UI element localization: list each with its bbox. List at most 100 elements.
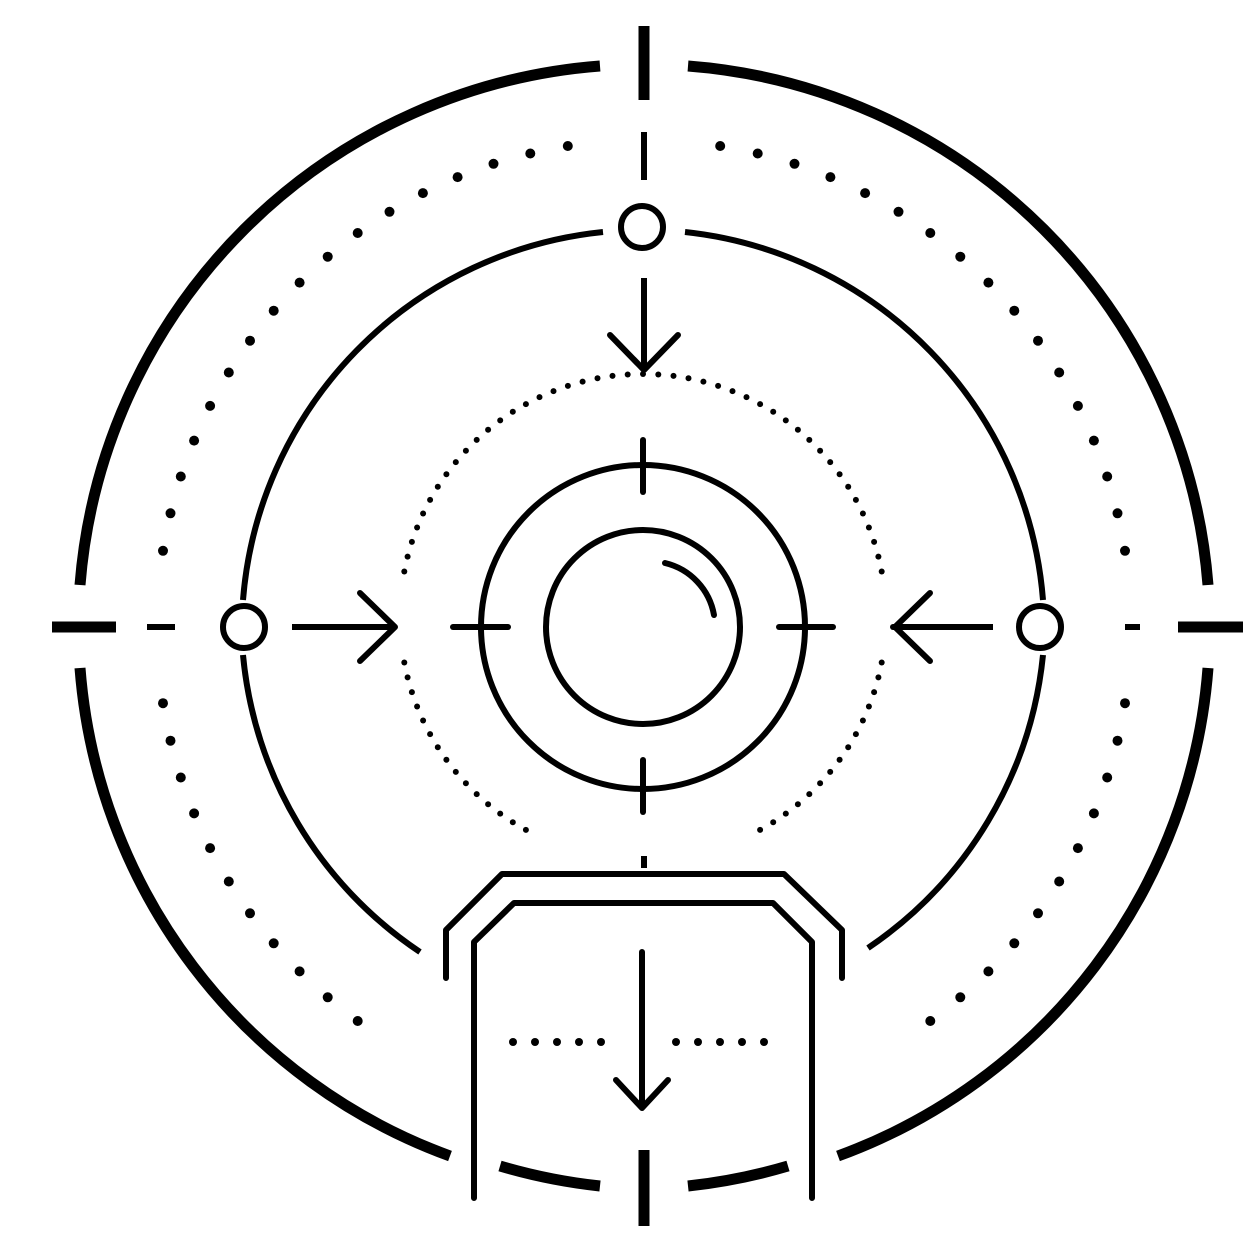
frame-dotted-line	[509, 1038, 768, 1046]
node-circle-icon	[220, 603, 268, 651]
ring-dot	[434, 744, 441, 751]
ring-dot	[562, 141, 573, 151]
ring-dot	[794, 801, 801, 808]
node-circle-icon	[618, 203, 666, 251]
ring-dot	[757, 826, 764, 833]
ring-dot	[955, 251, 966, 262]
ring-dot	[294, 966, 305, 977]
ring-dot	[352, 1016, 363, 1026]
ring-dot	[420, 510, 427, 517]
ring-dot	[462, 780, 469, 787]
ring-dot	[817, 447, 824, 454]
ring-dot	[806, 436, 813, 443]
ring-dot	[223, 876, 234, 887]
ring-dot	[485, 801, 492, 808]
node-circle-icon	[1016, 603, 1064, 651]
ring-dot	[1120, 545, 1130, 556]
lens-icon	[543, 527, 743, 727]
connectors	[147, 132, 1140, 868]
ring-dot	[158, 698, 168, 709]
ring-dot	[408, 538, 415, 545]
outer-ring-arc-top-left	[74, 60, 601, 586]
ring-dot	[352, 228, 363, 238]
outer-ring-arc-bottom-mid-right	[687, 1160, 790, 1192]
lens-highlight	[662, 560, 717, 618]
ring-dot	[434, 483, 441, 490]
center-target	[450, 437, 836, 815]
document-frame-icon	[443, 871, 845, 1201]
ring-dot	[983, 966, 994, 977]
arrows	[349, 315, 936, 664]
ring-dot	[1102, 772, 1113, 783]
outer-ticks	[52, 26, 1243, 1226]
outer-ring-arc-bottom-right	[836, 667, 1214, 1162]
ring-dot	[175, 772, 186, 783]
ring-dot	[1112, 735, 1123, 746]
ring-dot	[322, 251, 333, 262]
ring-dot	[1054, 367, 1065, 378]
ring-dot	[860, 188, 871, 199]
ring-dot	[408, 689, 415, 696]
ring-dot	[322, 992, 333, 1003]
ring-dot	[1112, 508, 1123, 519]
frame-outer	[443, 871, 845, 981]
ring-dot	[1088, 808, 1099, 819]
ring-dot	[443, 471, 450, 478]
ring-dot	[1072, 843, 1083, 854]
ring-dot	[845, 483, 852, 490]
ring-dot	[497, 417, 504, 424]
ring-dot	[624, 371, 631, 378]
ring-dot	[1088, 435, 1099, 446]
ring-dot	[522, 401, 529, 408]
ring-dot	[655, 371, 662, 378]
ring-dot	[825, 172, 836, 183]
ring-dot	[427, 496, 434, 503]
ring-dot	[525, 148, 536, 159]
ring-dot	[414, 703, 421, 710]
ring-dot	[685, 375, 692, 382]
outer-ring-arc-bottom-left	[74, 667, 452, 1162]
ring-dot	[782, 417, 789, 424]
frame-inner	[471, 900, 815, 1201]
ring-dot	[452, 172, 463, 183]
ring-dot	[878, 568, 885, 575]
ring-dot	[865, 703, 872, 710]
frame-dot	[597, 1038, 605, 1046]
ring-dot	[245, 335, 255, 346]
ring-dot	[165, 508, 176, 519]
ring-dot	[509, 819, 516, 826]
ring-dot	[609, 372, 616, 379]
ring-dot	[473, 436, 480, 443]
ring-dot	[452, 768, 459, 775]
ring-dot	[536, 394, 543, 401]
ring-dot	[452, 459, 459, 466]
inner-ring-arc-bottom-left	[240, 654, 422, 955]
ring-dot	[893, 206, 904, 217]
ring-dot	[827, 459, 834, 466]
ring-dot	[485, 426, 492, 433]
ring-dot	[1072, 400, 1083, 411]
ring-dot	[845, 744, 852, 751]
ring-dot	[925, 1016, 936, 1026]
ring-dot	[1102, 471, 1113, 482]
ring-dot	[268, 305, 279, 316]
ring-dot	[806, 791, 813, 798]
frame-dot	[553, 1038, 561, 1046]
ring-dot	[925, 228, 936, 238]
ring-dot	[594, 375, 601, 382]
ring-dot	[401, 659, 408, 666]
inner-ring-arc-top-left	[240, 229, 604, 601]
ring-dot	[817, 780, 824, 787]
ring-dot	[462, 447, 469, 454]
ring-dot	[865, 524, 872, 531]
inner-ring-arc-top-right	[684, 229, 1046, 601]
ring-dot	[497, 810, 504, 817]
ring-dot	[836, 756, 843, 763]
ring-dot	[715, 141, 726, 151]
ring-dot	[268, 938, 279, 949]
ring-dot	[827, 768, 834, 775]
ring-dot	[878, 659, 885, 666]
ring-dot	[715, 382, 722, 389]
ring-dot	[414, 524, 421, 531]
